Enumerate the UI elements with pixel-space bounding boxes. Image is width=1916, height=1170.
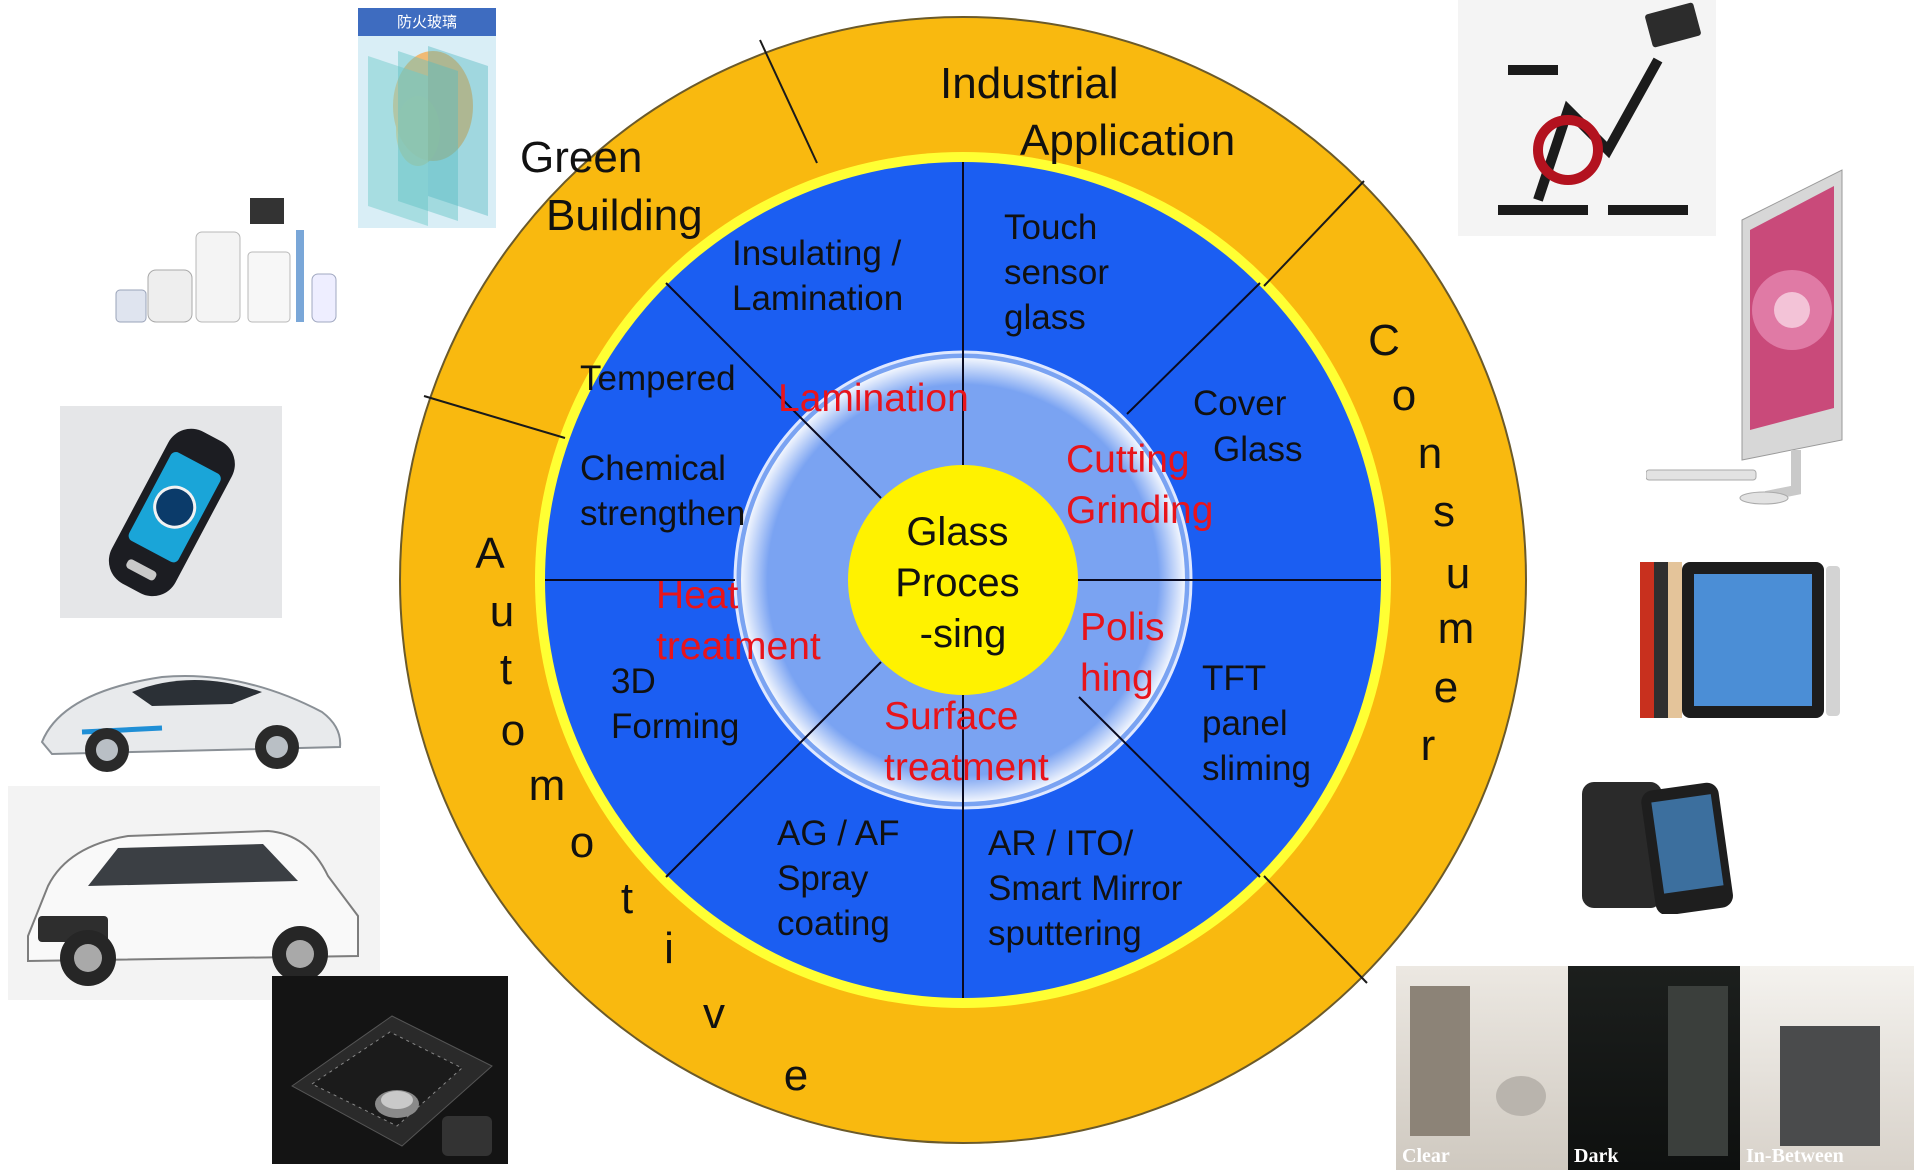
applications: Industrial Application Green Building Co… (475, 59, 1474, 1100)
application-green-building: Green Building (520, 133, 703, 240)
consumer-letter-5: u (1446, 549, 1470, 598)
product-cover-glass: Cover Glass (1193, 384, 1302, 469)
automotive-letter-7: t (621, 874, 633, 923)
panel-label-dark: Dark (1574, 1145, 1619, 1167)
product-insulating-lamination: Insulating / Lamination (732, 234, 911, 318)
product-ag-af-spray: AG / AF Spray coating (777, 814, 909, 943)
product-3d-forming: 3D Forming (611, 662, 739, 746)
exercise-bike-icon (1498, 2, 1701, 215)
panel-dark: Dark (1568, 966, 1740, 1170)
process-surface-treatment: Surface treatment (884, 695, 1049, 789)
car-console-icon (291, 1015, 493, 1156)
photo-smart-glass-room: Clear Dark In-Between (1396, 966, 1914, 1170)
photo-fire-glass: 防火玻璃 (358, 8, 496, 228)
center-label-line-3: -sing (920, 612, 1007, 656)
product-chemical-strengthen: Chemical strengthen (580, 449, 745, 533)
application-dividers (423, 39, 1368, 984)
photo-car-console (272, 976, 508, 1164)
desktop-computer-icon (1646, 169, 1843, 505)
photo-smartphone (1582, 778, 1740, 914)
suv-icon (27, 829, 359, 986)
product-dividers (545, 162, 1381, 998)
center-label-line-1: Glass (906, 510, 1008, 554)
panel-clear: Clear (1396, 966, 1568, 1170)
center-label: Glass Proces -sing (895, 510, 1031, 656)
product-tft-panel-sliming: TFT panel sliming (1202, 659, 1311, 788)
automotive-letter-3: t (500, 645, 512, 694)
consumer-letter-8: r (1421, 721, 1436, 770)
product-ar-ito-smart-mirror: AR / ITO/ Smart Mirror sputtering (988, 824, 1192, 953)
process-steps: Lamination Cutting Grinding Polis hing S… (656, 377, 1213, 789)
automotive-letter-2: u (490, 587, 514, 636)
panel-label-clear: Clear (1402, 1145, 1450, 1167)
photo-exercise-bike (1458, 0, 1716, 236)
panel-label-in-between: In-Between (1746, 1145, 1844, 1167)
center-hub (848, 465, 1078, 695)
automotive-letter-6: o (570, 818, 594, 867)
panel-in-between: In-Between (1740, 966, 1914, 1170)
smartphone-icon (1582, 782, 1733, 914)
center-label-line-2: Proces (895, 561, 1020, 605)
process-lamination: Lamination (778, 377, 969, 420)
tablet-icon (1640, 562, 1840, 718)
automotive-letter-9: v (703, 989, 725, 1038)
consumer-letter-4: s (1433, 487, 1455, 536)
automotive-letter-4: o (501, 706, 525, 755)
automotive-letter-1: A (475, 529, 505, 578)
car-key-icon (108, 428, 235, 597)
photo-tablet (1640, 560, 1846, 720)
application-industrial: Industrial Application (940, 59, 1235, 165)
consumer-letter-6: m (1438, 604, 1475, 653)
consumer-letter-7: e (1434, 663, 1458, 712)
photo-smart-car-key (60, 406, 282, 618)
process-polishing: Polis hing (1080, 606, 1175, 700)
photo-sports-car (22, 632, 352, 782)
process-cutting-grinding: Cutting Grinding (1066, 438, 1213, 532)
fire-glass-label: 防火玻璃 (358, 8, 496, 36)
consumer-letter-3: n (1418, 429, 1442, 478)
photo-suv (8, 786, 380, 1000)
automotive-letter-8: i (664, 924, 674, 973)
product-touch-sensor-glass: Touch sensor glass (1004, 208, 1119, 337)
photo-desktop-computer (1646, 160, 1856, 512)
fire-glass-icon (358, 36, 496, 228)
consumer-letter-1: C (1368, 316, 1400, 365)
process-heat-treatment: Heat treatment (656, 574, 821, 668)
consumer-letter-2: o (1392, 371, 1416, 420)
sports-car-icon (40, 675, 342, 772)
appliances-icon (115, 198, 337, 323)
automotive-letter-5: m (529, 761, 566, 810)
photo-home-appliances (108, 190, 340, 330)
automotive-letter-10: e (784, 1051, 808, 1100)
product-tempered: Tempered (580, 359, 736, 398)
products: Insulating / Lamination Touch sensor gla… (580, 208, 1311, 953)
